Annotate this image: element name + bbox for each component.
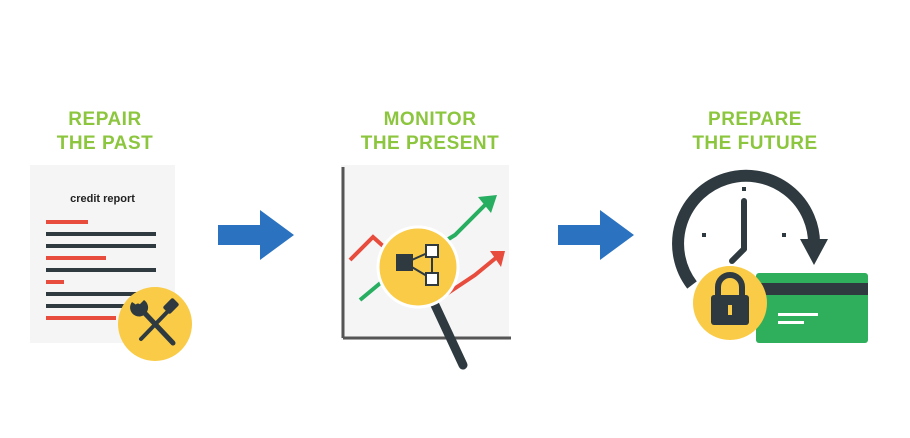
flow-arrow-icon bbox=[558, 210, 634, 260]
future-security-illustration bbox=[672, 169, 868, 343]
step-heading-line2: THE PRESENT bbox=[360, 133, 500, 154]
chart-axes bbox=[341, 167, 511, 340]
clock-icon bbox=[672, 169, 828, 289]
step-heading-line2: THE FUTURE bbox=[692, 133, 818, 154]
tools-badge-icon bbox=[118, 287, 192, 361]
trend-chart-illustration bbox=[341, 165, 511, 370]
credit-card-icon bbox=[756, 273, 868, 343]
step-heading-repair: REPAIR THE PAST bbox=[30, 108, 180, 156]
step-heading-line1: REPAIR bbox=[68, 109, 142, 130]
step-heading-line1: PREPARE bbox=[708, 109, 802, 130]
document-label: credit report bbox=[70, 193, 135, 205]
lock-badge-icon bbox=[693, 266, 767, 340]
step-heading-prepare: PREPARE THE FUTURE bbox=[670, 108, 840, 156]
step-heading-line1: MONITOR bbox=[383, 109, 477, 130]
step-heading-line2: THE PAST bbox=[56, 133, 154, 154]
red-trend-line-2 bbox=[443, 255, 499, 297]
flow-arrow-icon bbox=[218, 210, 294, 260]
credit-report-illustration bbox=[30, 165, 192, 361]
network-nodes-icon bbox=[396, 244, 439, 286]
report-lines bbox=[46, 220, 156, 320]
step-heading-monitor: MONITOR THE PRESENT bbox=[330, 108, 530, 156]
